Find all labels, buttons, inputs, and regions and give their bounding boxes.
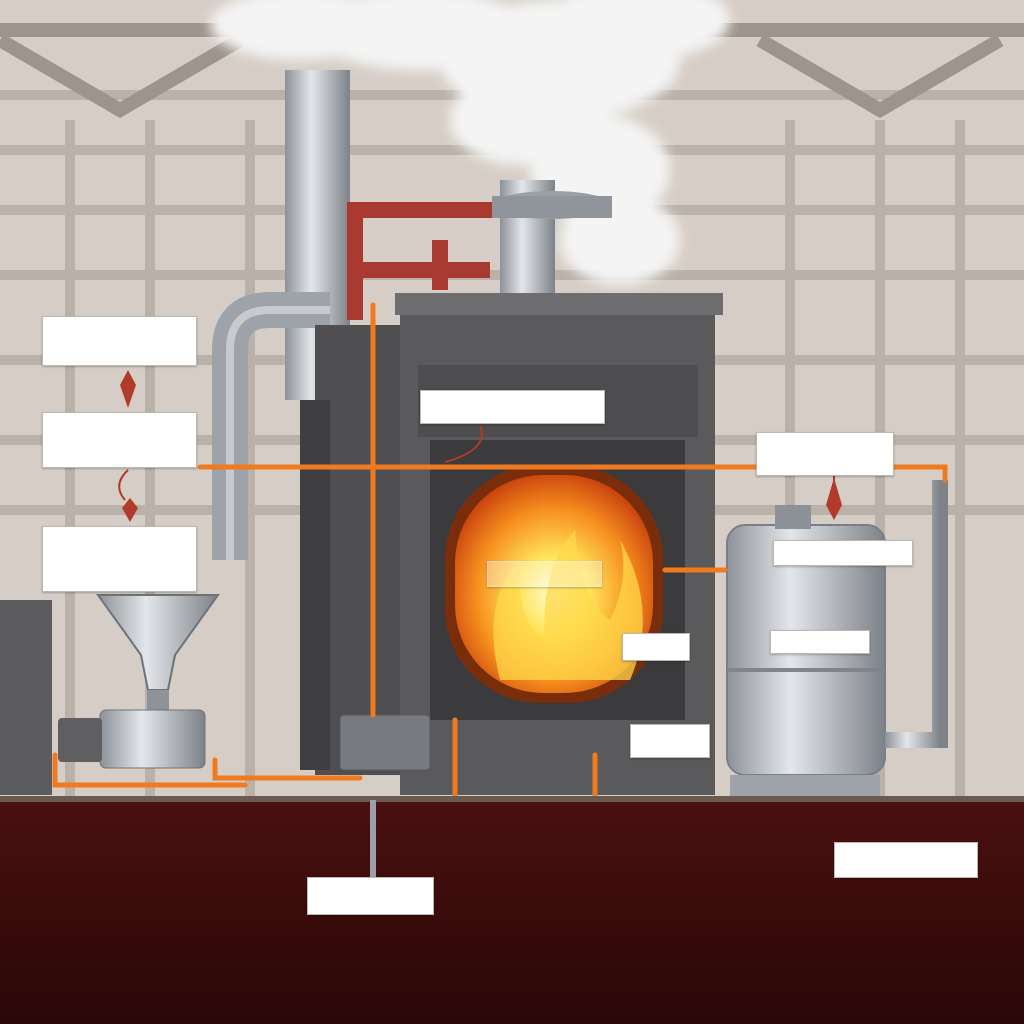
label-mid-left [42, 412, 197, 468]
label-furnace-top [420, 390, 605, 424]
feed-screw-housing [100, 710, 205, 768]
label-fire [487, 561, 602, 587]
label-tank-side [773, 540, 913, 566]
label-pump [630, 724, 710, 758]
label-lower-left [42, 526, 197, 592]
pump-block [340, 715, 430, 770]
control-cabinet-left [0, 600, 52, 795]
label-floor-bottom [307, 877, 434, 915]
label-tank-body [770, 630, 870, 654]
label-tank-top [756, 432, 894, 476]
label-pipe-right [622, 633, 690, 661]
label-top-left [42, 316, 197, 366]
floor [0, 800, 1024, 1024]
label-floor-right [834, 842, 978, 878]
